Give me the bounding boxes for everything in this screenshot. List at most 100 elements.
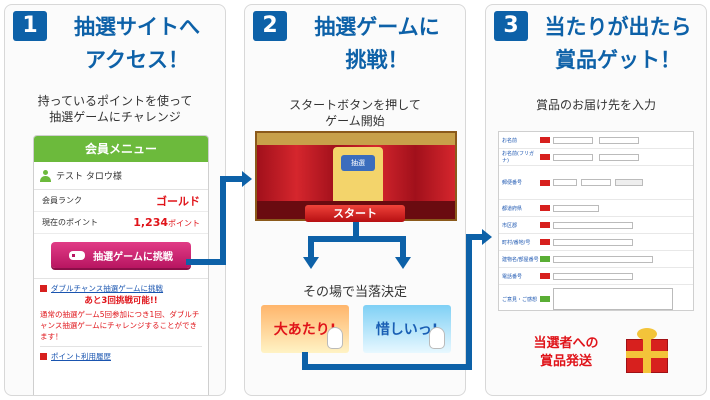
delivery-address-form: お名前 お名前(フリガナ) 郵便番号 都道府県 市区郡: [498, 131, 694, 311]
gift-box-icon: [624, 325, 670, 375]
required-badge: [540, 205, 550, 211]
form-row-comments: ご意見・ご感想: [499, 285, 693, 313]
step-2-title: 抽選ゲームに 挑戦！: [289, 11, 465, 77]
prize-text-line2: 賞品発送: [539, 354, 592, 369]
rabbit-mascot-icon: [327, 327, 343, 349]
result-decided-text: その場で当落決定: [302, 285, 407, 300]
step-1-desc-line1: 持っているポイントを使って: [37, 94, 193, 108]
lose-label: 惜しいっ!: [375, 322, 439, 338]
member-user-row: テスト タロウ様: [34, 162, 208, 190]
point-history-link-label: ポイント利用履歴: [51, 352, 111, 361]
form-label: 都道府県: [502, 205, 523, 212]
start-button[interactable]: スタート: [305, 205, 405, 222]
points-display: 1,234ポイント: [133, 216, 200, 229]
form-label: お名前(フリガナ): [502, 151, 534, 164]
step-2-panel: 2 抽選ゲームに 挑戦！ スタートボタンを押して ゲーム開始 抽選 スタート そ…: [244, 4, 466, 396]
form-row-street: 町村/番地/号: [499, 234, 693, 251]
street-input[interactable]: [553, 238, 633, 246]
prize-shipping: 当選者への 賞品発送: [506, 317, 690, 389]
form-row-prefecture: 都道府県: [499, 200, 693, 217]
step-3-title-line2: 賞品ゲット！: [555, 48, 681, 72]
step-3-panel: 3 当たりが出たら 賞品ゲット！ 賞品のお届け先を入力 お名前 お名前(フリガナ…: [485, 4, 707, 396]
points-unit: ポイント: [168, 219, 200, 228]
points-label: 現在のポイント: [42, 218, 98, 227]
double-chance-link[interactable]: ダブルチャンス抽選ゲームに挑戦: [40, 283, 202, 294]
point-history-link[interactable]: ポイント利用履歴: [40, 351, 202, 362]
last-name-input[interactable]: [553, 136, 593, 144]
optional-badge: [540, 256, 550, 262]
comments-textarea[interactable]: [553, 288, 673, 310]
form-row-kana: お名前(フリガナ): [499, 149, 693, 166]
points-value: 1,234: [133, 216, 168, 229]
step-2-desc-line2: ゲーム開始: [325, 114, 385, 128]
last-kana-input[interactable]: [553, 153, 593, 161]
first-name-input[interactable]: [599, 136, 639, 144]
step-3-title: 当たりが出たら 賞品ゲット！: [530, 11, 706, 77]
points-row: 現在のポイント 1,234ポイント: [34, 212, 208, 234]
first-kana-input[interactable]: [599, 153, 639, 161]
prize-shipping-text: 当選者への 賞品発送: [516, 335, 616, 371]
step-2-desc-line1: スタートボタンを押して: [289, 98, 421, 112]
step-3-number: 3: [494, 11, 528, 41]
member-menu: 会員メニュー テスト タロウ様 会員ランク ゴールド 現在のポイント 1,234…: [33, 135, 209, 395]
form-label: 郵便番号: [502, 180, 523, 186]
remaining-tries: あと3回挑戦可能!!: [84, 296, 158, 306]
rank-row: 会員ランク ゴールド: [34, 190, 208, 212]
member-menu-header: 会員メニュー: [34, 136, 208, 162]
lose-result-card: 惜しいっ!: [363, 305, 451, 353]
double-chance-note: 通常の抽選ゲーム5回参加につき1回、ダブルチャンス抽選ゲームにチャレンジすること…: [40, 309, 202, 347]
prefecture-select[interactable]: [553, 204, 599, 212]
step-2-title-line1: 抽選ゲームに: [314, 15, 440, 39]
form-row-building: 建物名/部屋番号: [499, 251, 693, 268]
step-1-title-line2: アクセス！: [85, 48, 189, 72]
arrowhead-down-icon: [303, 257, 319, 269]
form-label: 市区郡: [502, 222, 518, 229]
step-2-number: 2: [253, 11, 287, 41]
form-label: 電話番号: [502, 273, 523, 280]
arrowhead-right-icon: [482, 229, 492, 245]
required-badge: [540, 273, 550, 279]
form-row-name: お名前: [499, 132, 693, 149]
form-label: ご意見・ご感想: [502, 296, 538, 303]
form-label: お名前: [502, 137, 518, 144]
required-badge: [540, 154, 550, 160]
form-label: 町村/番地/号: [502, 239, 531, 246]
form-row-city: 市区郡: [499, 217, 693, 234]
arrow-bullet-icon: [40, 353, 47, 360]
required-badge: [540, 239, 550, 245]
postal-code-input-1[interactable]: [553, 179, 577, 186]
required-badge: [540, 222, 550, 228]
step-1-desc-line2: 抽選ゲームにチャレンジ: [49, 110, 181, 124]
prize-text-line1: 当選者への: [533, 336, 599, 351]
stage-sign: 抽選: [341, 155, 375, 171]
double-chance-link-label: ダブルチャンス抽選ゲームに挑戦: [51, 284, 164, 293]
step-3-title-line1: 当たりが出たら: [544, 15, 692, 39]
step-3-description: 賞品のお届け先を入力: [486, 97, 706, 113]
form-row-phone: 電話番号: [499, 268, 693, 285]
step-1-panel: 1 抽選サイトへ アクセス！ 持っているポイントを使って 抽選ゲームにチャレンジ…: [4, 4, 226, 396]
city-input[interactable]: [553, 221, 633, 229]
win-label: 大あたり!: [273, 322, 337, 338]
step-3-desc-line1: 賞品のお届け先を入力: [535, 98, 656, 112]
phone-input[interactable]: [553, 272, 633, 280]
step-1-number: 1: [13, 11, 47, 41]
step-2-title-line2: 挑戦！: [345, 48, 409, 72]
win-result-card: 大あたり!: [261, 305, 349, 353]
building-input[interactable]: [553, 255, 653, 263]
postal-code-input-2[interactable]: [581, 179, 611, 186]
optional-badge: [540, 296, 550, 302]
rabbit-mascot-icon: [429, 327, 445, 349]
step-1-description: 持っているポイントを使って 抽選ゲームにチャレンジ: [5, 93, 225, 125]
lottery-game-button[interactable]: 抽選ゲームに挑戦: [51, 242, 191, 268]
user-icon: [40, 169, 51, 182]
required-badge: [540, 137, 550, 143]
arrow-bullet-icon: [40, 285, 47, 292]
gamepad-icon: [69, 250, 86, 260]
member-user-name: テスト タロウ様: [56, 172, 122, 182]
lottery-game-button-label: 抽選ゲームに挑戦: [93, 251, 173, 263]
arrowhead-right-icon: [242, 171, 252, 187]
address-lookup-button[interactable]: [615, 179, 643, 186]
form-row-postal: 郵便番号: [499, 166, 693, 200]
arrowhead-down-icon: [395, 257, 411, 269]
rank-label: 会員ランク: [42, 196, 82, 205]
